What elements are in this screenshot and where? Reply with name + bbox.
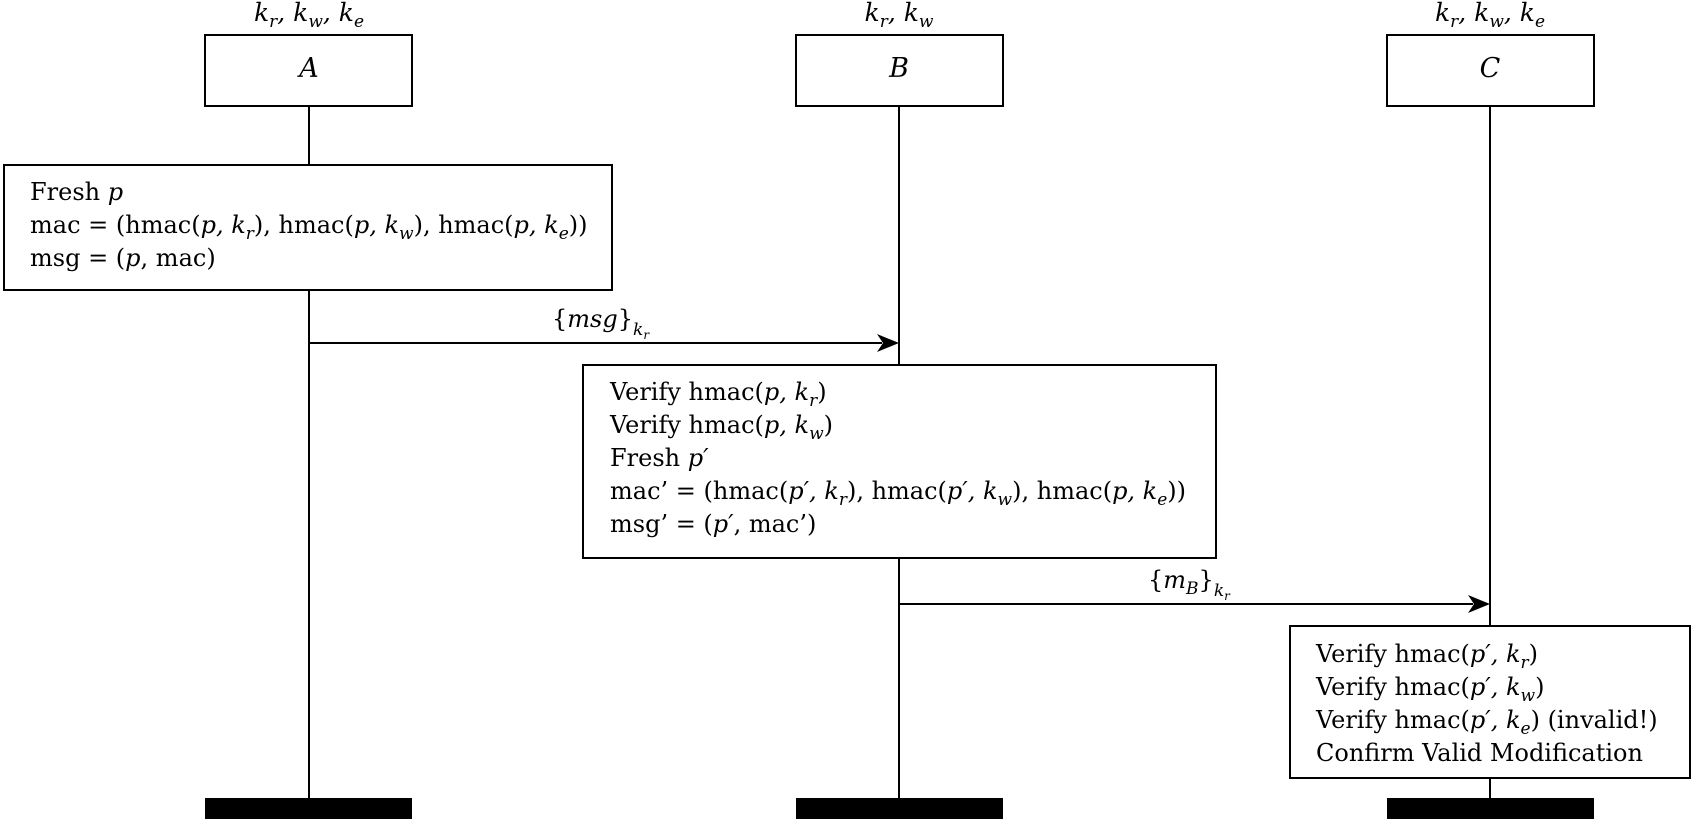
participant-a-name: A (296, 53, 319, 84)
arrowhead-right-icon (877, 334, 899, 352)
message-a-to-b-label: {msg}kr (552, 305, 650, 342)
note-c-line-3: Verify hmac(p′, ke) (invalid!) (1315, 706, 1658, 739)
message-a-to-b: {msg}kr (309, 305, 899, 352)
note-b-line-5: msg’ = (p′, mac’) (610, 510, 816, 538)
note-a: Fresh p mac = (hmac(p, kr), hmac(p, kw),… (3, 164, 613, 291)
note-a-line-2: mac = (hmac(p, kr), hmac(p, kw), hmac(p,… (30, 211, 588, 244)
participant-b-name: B (888, 53, 909, 84)
note-c: Verify hmac(p′, kr) Verify hmac(p′, kw) … (1289, 625, 1691, 779)
participant-c-keys: kr, kw, ke (1435, 0, 1545, 32)
note-a-line-1: Fresh p (30, 178, 123, 206)
note-c-line-1: Verify hmac(p′, kr) (1315, 640, 1538, 673)
note-a-line-3: msg = (p, mac) (30, 244, 216, 272)
message-b-to-c: {mB}kr (899, 566, 1490, 613)
participant-a-keys: kr, kw, ke (254, 0, 364, 32)
arrowhead-right-icon (1468, 595, 1490, 613)
note-c-line-4: Confirm Valid Modification (1316, 739, 1643, 767)
participant-c-name: C (1480, 53, 1501, 84)
participant-c: C (1386, 34, 1595, 107)
note-b: Verify hmac(p, kr) Verify hmac(p, kw) Fr… (582, 364, 1217, 559)
end-bar-a (205, 798, 412, 819)
end-bar-c (1387, 798, 1594, 819)
participant-a: A (204, 34, 413, 107)
note-b-line-4: mac’ = (hmac(p′, kr), hmac(p′, kw), hmac… (610, 477, 1186, 510)
note-b-line-2: Verify hmac(p, kw) (609, 411, 833, 444)
end-bar-b (796, 798, 1003, 819)
note-b-line-1: Verify hmac(p, kr) (609, 378, 827, 411)
note-c-line-2: Verify hmac(p′, kw) (1315, 673, 1544, 706)
participant-b: B (795, 34, 1004, 107)
participant-b-keys: kr, kw (865, 0, 934, 32)
note-b-line-3: Fresh p′ (610, 444, 709, 472)
message-b-to-c-label: {mB}kr (1148, 566, 1231, 603)
